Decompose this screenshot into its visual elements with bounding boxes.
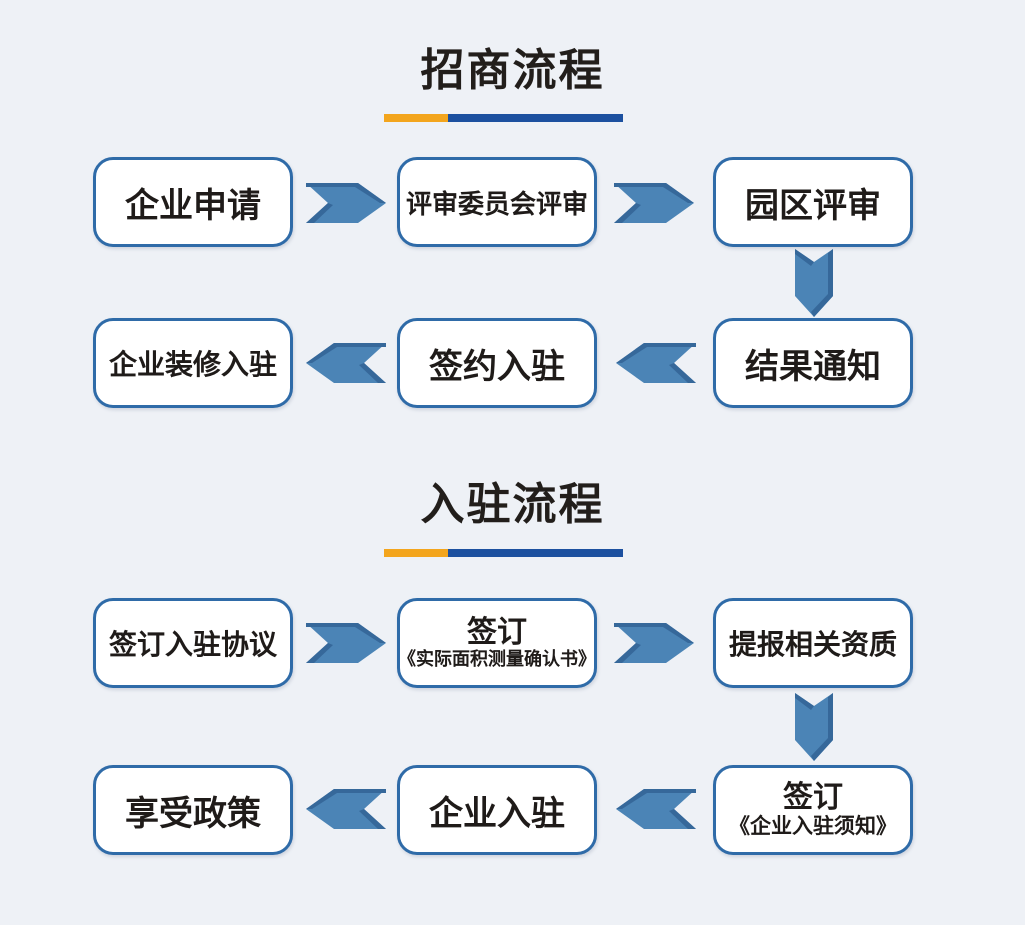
flow-box-renovation-movein: 企业装修入驻 xyxy=(93,318,293,408)
flow-box-renovation-movein-label: 企业装修入驻 xyxy=(108,350,277,381)
flow-box-committee-review-label: 评审委员会评审 xyxy=(405,189,588,219)
flow-box-park-review: 园区评审 xyxy=(713,157,913,247)
arrow-down-icon xyxy=(795,693,833,761)
underline-orange-segment xyxy=(384,114,448,122)
flow-box-sign-movein-notice-line2: 《企业入驻须知》 xyxy=(729,813,897,838)
underline-blue-segment xyxy=(448,114,623,122)
section-title-movein: 入驻流程 xyxy=(420,480,605,529)
flow-box-submit-qualifications-label: 提报相关资质 xyxy=(728,630,897,661)
arrow-left-icon xyxy=(616,343,696,383)
flow-box-apply: 企业申请 xyxy=(93,157,293,247)
arrow-left-icon xyxy=(616,789,696,829)
flow-box-company-movein: 企业入驻 xyxy=(397,765,597,855)
section-title-investment: 招商流程 xyxy=(420,46,605,95)
arrow-right-icon xyxy=(306,623,386,663)
flow-box-park-review-label: 园区评审 xyxy=(745,187,881,225)
flow-box-sign-area-confirmation: 签订 《实际面积测量确认书》 xyxy=(397,598,597,688)
arrow-left-icon xyxy=(306,789,386,829)
flow-box-sign-movein-notice-line1: 签订 xyxy=(783,780,843,814)
title-underline-movein xyxy=(384,549,623,557)
flow-box-sign-area-line2: 《实际面积测量确认书》 xyxy=(398,648,596,669)
arrow-right-icon xyxy=(614,623,694,663)
arrow-right-icon xyxy=(306,183,386,223)
arrow-left-icon xyxy=(306,343,386,383)
flow-box-sign-area-line1: 签订 xyxy=(467,615,527,649)
flow-box-sign-contract: 签约入驻 xyxy=(397,318,597,408)
title-underline-investment xyxy=(384,114,623,122)
arrow-down-icon xyxy=(795,249,833,317)
flow-box-result-notice-label: 结果通知 xyxy=(745,348,881,386)
flow-box-sign-agreement: 签订入驻协议 xyxy=(93,598,293,688)
flow-box-result-notice: 结果通知 xyxy=(713,318,913,408)
flow-box-enjoy-policy: 享受政策 xyxy=(93,765,293,855)
flow-box-sign-contract-label: 签约入驻 xyxy=(429,348,565,386)
flow-box-company-movein-label: 企业入驻 xyxy=(429,795,565,833)
flow-box-sign-movein-notice: 签订 《企业入驻须知》 xyxy=(713,765,913,855)
flow-box-enjoy-policy-label: 享受政策 xyxy=(125,795,261,833)
arrow-right-icon xyxy=(614,183,694,223)
underline-blue-segment xyxy=(448,549,623,557)
flow-box-sign-agreement-label: 签订入驻协议 xyxy=(108,630,277,661)
flow-box-apply-label: 企业申请 xyxy=(125,187,261,225)
flow-box-committee-review: 评审委员会评审 xyxy=(397,157,597,247)
flow-box-submit-qualifications: 提报相关资质 xyxy=(713,598,913,688)
underline-orange-segment xyxy=(384,549,448,557)
